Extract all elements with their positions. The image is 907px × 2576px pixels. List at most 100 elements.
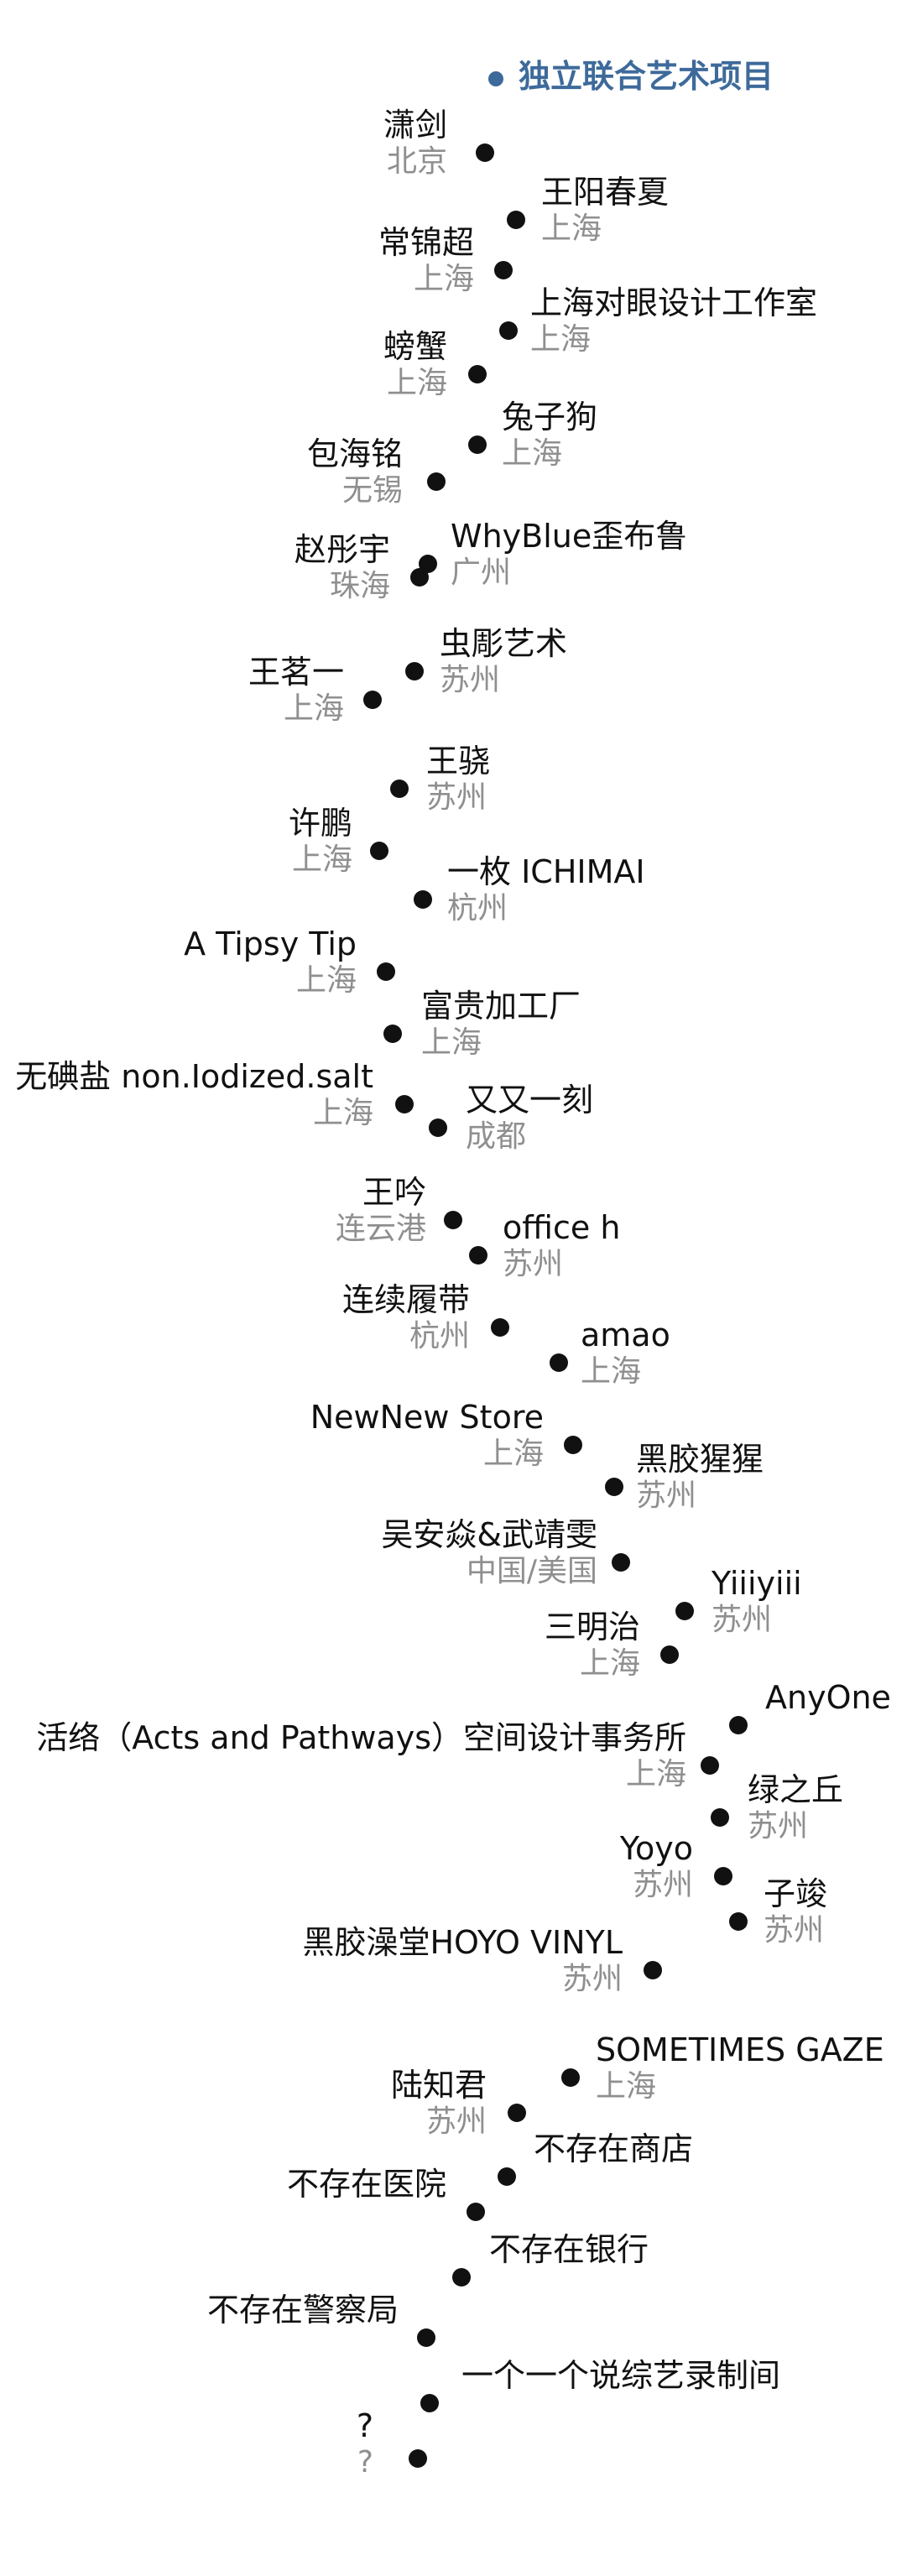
node-label: 王茗一上海	[248, 654, 344, 726]
node-name: ?	[356, 2407, 373, 2444]
node-dot	[644, 1961, 662, 1979]
node-name: 螃蟹	[383, 328, 447, 365]
node-city: 苏州	[712, 1602, 773, 1637]
node-name: 一枚 ICHIMAI	[447, 853, 645, 890]
node-dot	[508, 2104, 526, 2122]
node-city: 珠海	[329, 568, 390, 603]
legend-dot	[488, 71, 503, 86]
node-label: 三明治上海	[545, 1609, 640, 1681]
node-name: 潇剑	[383, 107, 447, 143]
node-city: 上海	[530, 321, 592, 357]
node-name: 富贵加工厂	[421, 988, 581, 1025]
node-label: ??	[356, 2407, 373, 2480]
node-name: 王茗一	[248, 654, 344, 691]
node-name: 黑胶澡堂HOYO VINYL	[302, 1924, 623, 1961]
node-label: 陆知君苏州	[391, 2067, 487, 2139]
node-dot	[612, 1553, 630, 1572]
node-name: Yoyo	[619, 1830, 693, 1867]
node-label: 兔子狗上海	[502, 399, 597, 471]
node-name: 不存在商店	[534, 2130, 694, 2167]
node-label: 潇剑北京	[383, 107, 447, 179]
node-city: 上海	[579, 1645, 640, 1681]
node-dot	[507, 211, 525, 229]
node-name: office h	[503, 1209, 621, 1246]
node-label: 吴安焱&武靖雯中国/美国	[381, 1516, 597, 1588]
legend-label: 独立联合艺术项目	[519, 58, 774, 96]
node-dot	[363, 691, 382, 709]
node-dot	[420, 2394, 439, 2412]
node-dot	[383, 1025, 402, 1043]
node-city: 苏州	[503, 1246, 564, 1281]
node-name: 常锦超	[378, 224, 474, 261]
node-city: ?	[357, 2444, 373, 2480]
node-city: 上海	[625, 1756, 686, 1791]
node-dot	[444, 1211, 462, 1229]
node-name: 包海铭	[306, 435, 403, 472]
node-name: SOMETIMES GAZE	[596, 2031, 884, 2068]
node-name: 兔子狗	[502, 399, 598, 435]
node-dot	[729, 1716, 748, 1734]
node-label: 虫彫艺术苏州	[440, 625, 567, 697]
node-name: 子竣	[764, 1875, 828, 1912]
node-dot	[377, 962, 395, 981]
node-name: 赵彤宇	[294, 531, 390, 568]
node-dot	[675, 1602, 694, 1620]
node-name: 不存在医院	[286, 2166, 446, 2203]
node-dot	[405, 662, 424, 681]
node-city: 苏州	[748, 1808, 809, 1843]
node-city: 上海	[291, 842, 352, 877]
node-name: 不存在银行	[489, 2231, 649, 2268]
node-label: 不存在银行	[489, 2231, 649, 2269]
legend-text: 独立联合艺术项目	[519, 58, 774, 95]
node-city: 上海	[502, 435, 563, 471]
node-label: 不存在商店	[534, 2130, 694, 2168]
node-dot	[370, 842, 388, 860]
node-label: 王阳春夏上海	[541, 174, 669, 246]
node-label: 绿之丘苏州	[748, 1771, 843, 1843]
node-city: 上海	[541, 211, 602, 246]
node-city: 苏州	[561, 1961, 623, 1996]
node-dot	[494, 261, 513, 279]
node-name: WhyBlue歪布鲁	[451, 518, 688, 555]
node-city: 杭州	[447, 890, 508, 926]
node-dot	[714, 1867, 732, 1885]
node-name: 一个一个说综艺录制间	[461, 2357, 781, 2394]
node-label: 王吟连云港	[336, 1174, 426, 1246]
node-label: 螃蟹上海	[383, 328, 447, 400]
node-dot	[429, 1119, 447, 1137]
node-city: 广州	[451, 555, 512, 590]
node-dot	[711, 1808, 729, 1827]
node-dot	[498, 2167, 516, 2186]
node-dot	[467, 2203, 485, 2221]
node-name: 三明治	[544, 1609, 640, 1645]
node-name: 王吟	[362, 1174, 426, 1211]
node-label: 包海铭无锡	[306, 435, 403, 508]
node-name: 王骁	[426, 743, 491, 780]
node-label: 又又一刻成都	[466, 1082, 593, 1154]
node-city: 北京	[386, 143, 447, 179]
node-dot	[605, 1478, 623, 1496]
node-dot	[390, 780, 409, 798]
node-dot	[452, 2268, 471, 2287]
node-dot	[729, 1912, 748, 1931]
node-city: 杭州	[409, 1318, 470, 1353]
node-label: AnyOne	[765, 1679, 891, 1717]
node-dot	[701, 1756, 719, 1775]
node-label: 活络（Acts and Pathways）空间设计事务所上海	[36, 1719, 686, 1791]
node-dot	[414, 890, 432, 909]
node-label: 上海对眼设计工作室上海	[530, 284, 817, 357]
node-dot	[410, 568, 429, 587]
node-city: 上海	[596, 2068, 657, 2104]
node-city: 上海	[413, 261, 474, 296]
node-city: 上海	[581, 1353, 642, 1389]
node-name: Yiiiyiii	[712, 1565, 802, 1602]
node-label: 一个一个说综艺录制间	[461, 2357, 781, 2395]
node-city: 上海	[295, 962, 357, 998]
